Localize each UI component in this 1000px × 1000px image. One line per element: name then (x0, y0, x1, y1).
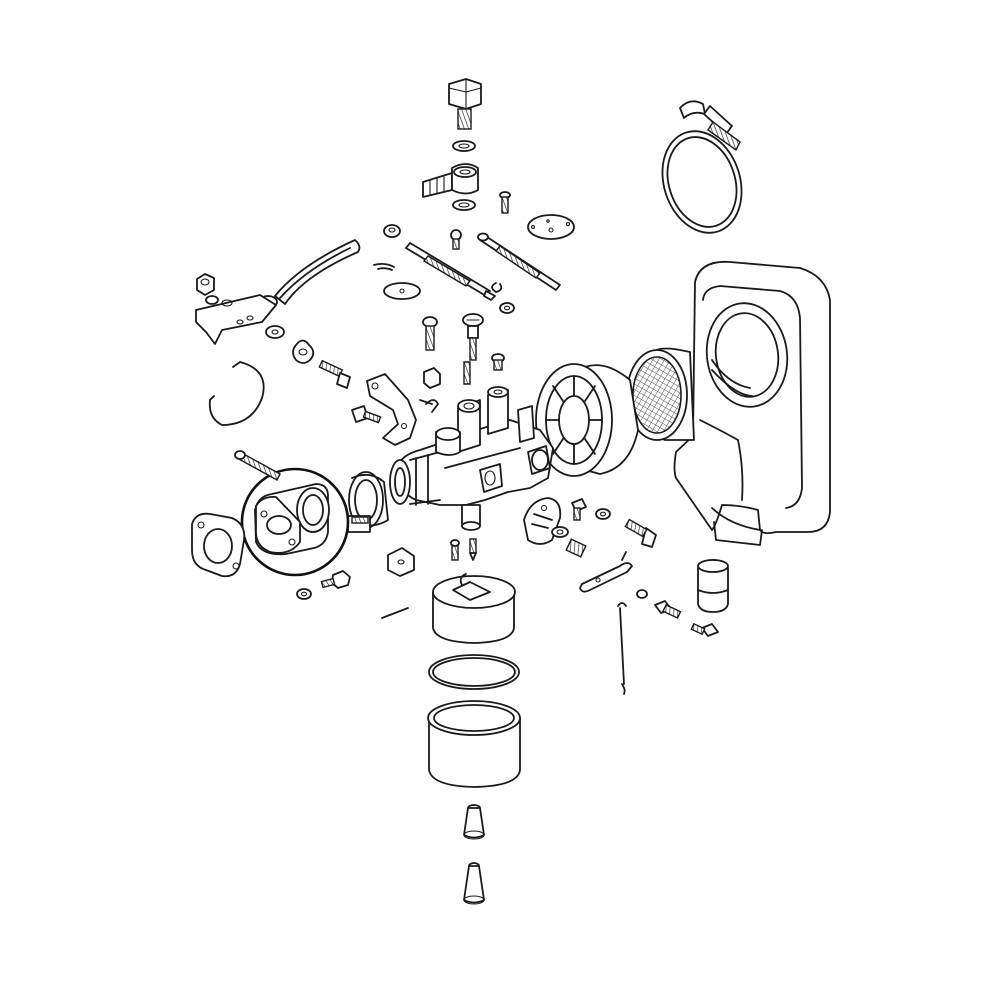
washer-small-right (499, 302, 515, 314)
lever-washer (205, 295, 219, 305)
e-clip (491, 282, 503, 293)
drain-plug-lower (463, 862, 485, 905)
small-screw-a (499, 191, 511, 214)
manifold-stud (234, 450, 281, 481)
pivot-washer-right (595, 508, 611, 520)
float-pin (381, 607, 409, 619)
choke-bracket (366, 373, 433, 446)
manifold-gasket (191, 512, 246, 578)
float-bowl-o-ring (428, 654, 520, 690)
choke-screw (571, 498, 587, 521)
choke-plate (523, 497, 562, 545)
float-valve-seat (387, 547, 415, 577)
sealing-washer-top (452, 140, 476, 152)
pivot-washer (265, 325, 285, 339)
lever-spring-pin (617, 602, 627, 695)
filter-adapter-ring (535, 363, 639, 477)
main-jet-pin (450, 539, 460, 561)
cover-plate-gasket (527, 214, 575, 240)
sealing-washer-bottom (452, 199, 476, 211)
lever-bracket (195, 294, 277, 345)
jet-small (491, 353, 505, 371)
tickler-cap (697, 559, 729, 613)
banjo-bolt (448, 78, 482, 130)
float-needle (469, 538, 477, 561)
manifold-washer (296, 588, 312, 600)
retaining-clip-small (373, 262, 395, 271)
mixture-needle-long (477, 232, 561, 291)
adjust-screw-right (654, 600, 682, 619)
spring-small (463, 361, 471, 385)
choke-lever (579, 551, 633, 593)
needle-clip-disc (383, 282, 421, 300)
manifold-screw (320, 570, 351, 589)
carburettor-body (389, 386, 554, 531)
lever-nut (196, 273, 215, 296)
idle-screw (450, 229, 462, 250)
choke-washer (551, 526, 569, 538)
float (432, 573, 516, 644)
drain-plug-upper (463, 804, 485, 840)
cap-nut-small (383, 224, 401, 238)
air-filter-housing (673, 260, 831, 546)
clip-mid (425, 399, 439, 413)
hose-clamp (661, 100, 743, 234)
throttle-lever (258, 239, 361, 309)
wing-nut (292, 339, 315, 364)
mid-screw-right (462, 313, 484, 361)
inlet-rubber-boot (347, 471, 389, 533)
mid-screw-left (422, 316, 438, 351)
cap-nut-mid (423, 367, 441, 389)
adjuster-screw (318, 359, 351, 389)
small-washer-right (636, 589, 648, 599)
idle-mixture-screw (624, 518, 657, 548)
retaining-spring-clip (208, 361, 265, 426)
throttle-needle-long (405, 242, 496, 301)
tickler-screw (690, 622, 719, 637)
filter-mesh (626, 347, 695, 441)
idle-spring (565, 538, 587, 558)
highlight-circle (240, 467, 350, 577)
intake-manifold (254, 483, 330, 556)
bracket-screw (351, 405, 382, 424)
banjo-fitting (422, 163, 479, 198)
float-bowl (427, 700, 521, 788)
